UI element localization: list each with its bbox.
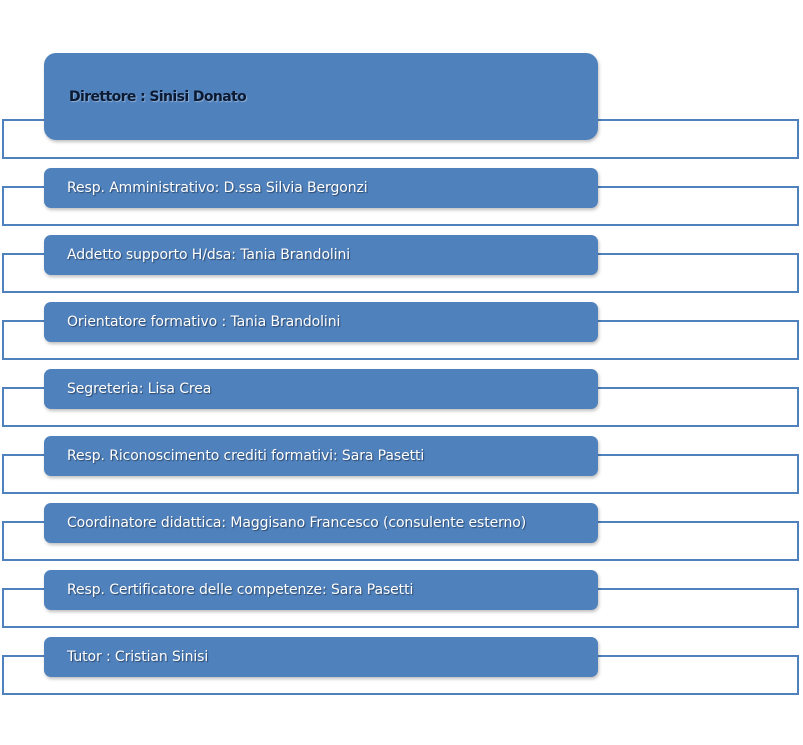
role-label: Resp. Riconoscimento crediti formativi: …	[67, 448, 425, 464]
director-label: Direttore : Sinisi Donato	[69, 89, 247, 105]
director-box: Direttore : Sinisi Donato	[44, 53, 598, 140]
role-box: Resp. Certificatore delle competenze: Sa…	[44, 570, 598, 610]
role-box: Addetto supporto H/dsa: Tania Brandolini	[44, 235, 598, 275]
role-label: Coordinatore didattica: Maggisano France…	[67, 515, 527, 531]
role-box: Resp. Riconoscimento crediti formativi: …	[44, 436, 598, 476]
role-box: Segreteria: Lisa Crea	[44, 369, 598, 409]
role-box: Coordinatore didattica: Maggisano France…	[44, 503, 598, 543]
role-label: Resp. Certificatore delle competenze: Sa…	[67, 582, 414, 598]
role-label: Tutor : Cristian Sinisi	[67, 649, 209, 665]
role-label: Resp. Amministrativo: D.ssa Silvia Bergo…	[67, 180, 368, 196]
role-label: Segreteria: Lisa Crea	[67, 381, 212, 397]
role-label: Orientatore formativo : Tania Brandolini	[67, 314, 341, 330]
role-box: Tutor : Cristian Sinisi	[44, 637, 598, 677]
role-label: Addetto supporto H/dsa: Tania Brandolini	[67, 247, 351, 263]
role-box: Orientatore formativo : Tania Brandolini	[44, 302, 598, 342]
role-box: Resp. Amministrativo: D.ssa Silvia Bergo…	[44, 168, 598, 208]
